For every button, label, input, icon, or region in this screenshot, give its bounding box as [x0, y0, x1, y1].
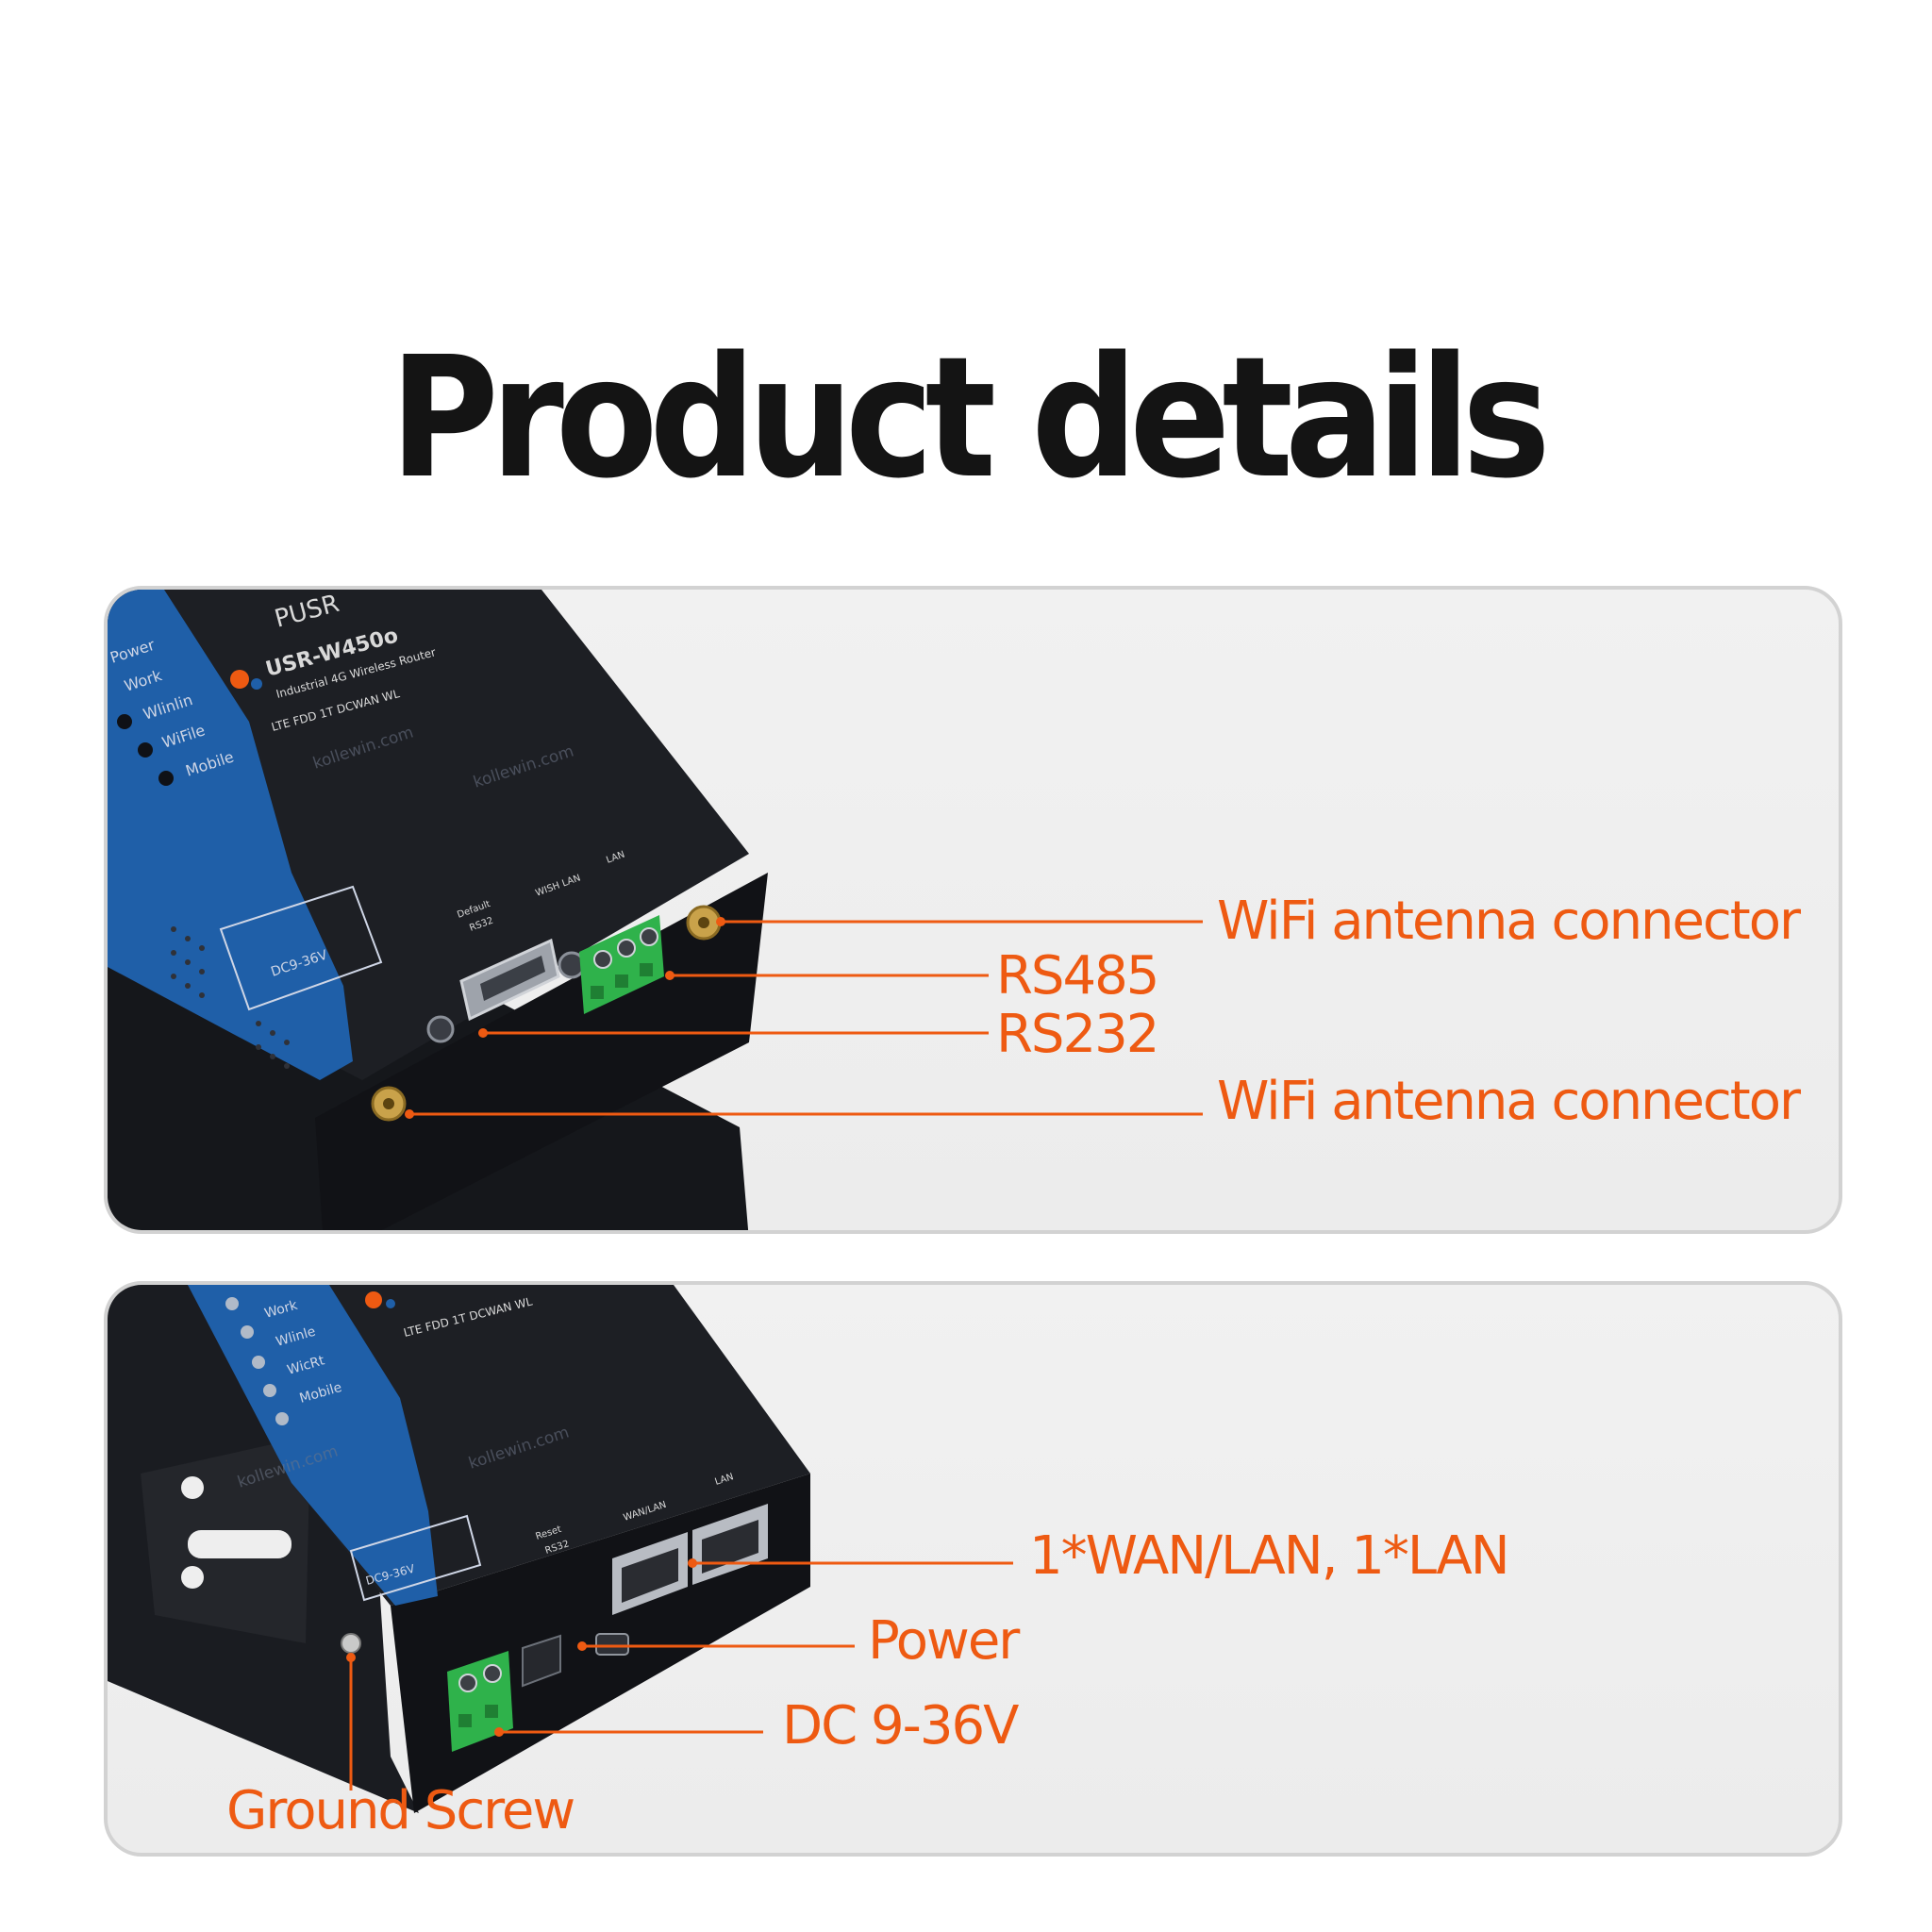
dc-power-jack-icon: [595, 1633, 629, 1656]
callout-rs485: RS485: [996, 945, 1159, 1007]
panel-top: DC9-36V Power Work Wlinlin WiFile Mobile…: [104, 586, 1842, 1234]
callout-wan-lan: 1*WAN/LAN, 1*LAN: [1029, 1525, 1510, 1587]
page-title: Product details: [390, 321, 1551, 516]
router-image-bottom: DC9-36V Work Wlinle WicRt Mobile LTE FDD…: [108, 1285, 1013, 1813]
callout-wifi-antenna-bottom: WiFi antenna connector: [1217, 1071, 1801, 1132]
sma-antenna-connector-icon: [686, 905, 722, 941]
dc-terminal-icon: [447, 1651, 513, 1752]
rj45-port-icon: [612, 1532, 688, 1615]
callout-dc-voltage: DC 9-36V: [782, 1695, 1019, 1757]
callout-rs232: RS232: [996, 1004, 1159, 1065]
db9-connector-icon: [426, 938, 586, 1043]
callout-ground-screw: Ground Screw: [226, 1780, 575, 1841]
rs485-terminal-icon: [579, 915, 664, 1014]
panel-bottom: DC9-36V Work Wlinle WicRt Mobile LTE FDD…: [104, 1281, 1842, 1857]
brand-logo-icon: [365, 1291, 395, 1308]
callout-power: Power: [868, 1610, 1020, 1672]
sma-antenna-connector-icon: [371, 1086, 407, 1122]
brand-logo-icon: [230, 670, 262, 690]
callout-wifi-antenna-top: WiFi antenna connector: [1217, 891, 1801, 952]
router-image-top: DC9-36V Power Work Wlinlin WiFile Mobile…: [108, 590, 1203, 1230]
ground-screw-icon: [341, 1633, 361, 1654]
